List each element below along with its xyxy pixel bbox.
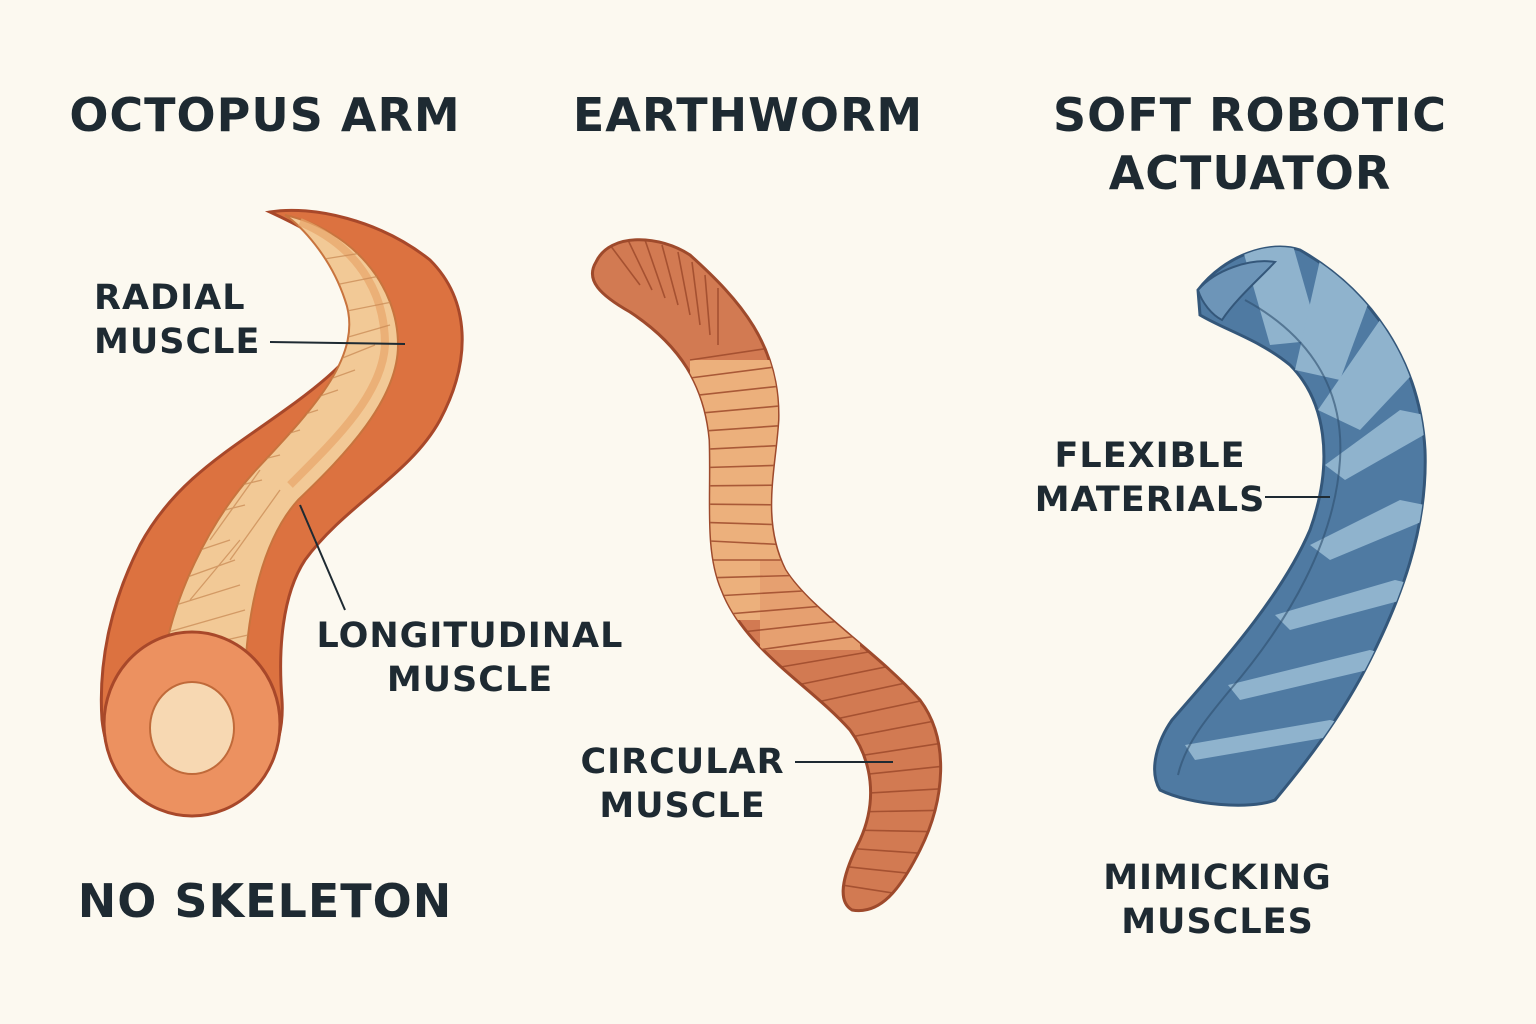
flexible-materials-label: FLEXIBLE MATERIALS [1034, 436, 1266, 520]
octopus-arm-title: OCTOPUS ARM [69, 88, 461, 142]
longitudinal-muscle-label: LONGITUDINAL MUSCLE [316, 616, 624, 700]
longitudinal-muscle-leader [299, 504, 346, 611]
actuator-edge-highlight [1177, 299, 1342, 776]
octopus-arm-cut-core [149, 681, 235, 775]
actuator-top-face [1196, 260, 1278, 322]
circular-muscle-label: CIRCULAR MUSCLE [580, 742, 785, 826]
mimicking-muscles-caption: MIMICKING MUSCLES [1103, 858, 1332, 942]
no-skeleton-caption: NO SKELETON [77, 874, 453, 928]
radial-muscle-leader [269, 341, 406, 345]
earthworm-title: EARTHWORM [572, 88, 924, 142]
octopus-arm-illustration [99, 208, 464, 818]
radial-muscle-label: RADIAL MUSCLE [94, 278, 261, 362]
soft-robotic-actuator-title: SOFT ROBOTIC ACTUATOR [1053, 88, 1447, 200]
octopus-radial-band [287, 218, 390, 488]
